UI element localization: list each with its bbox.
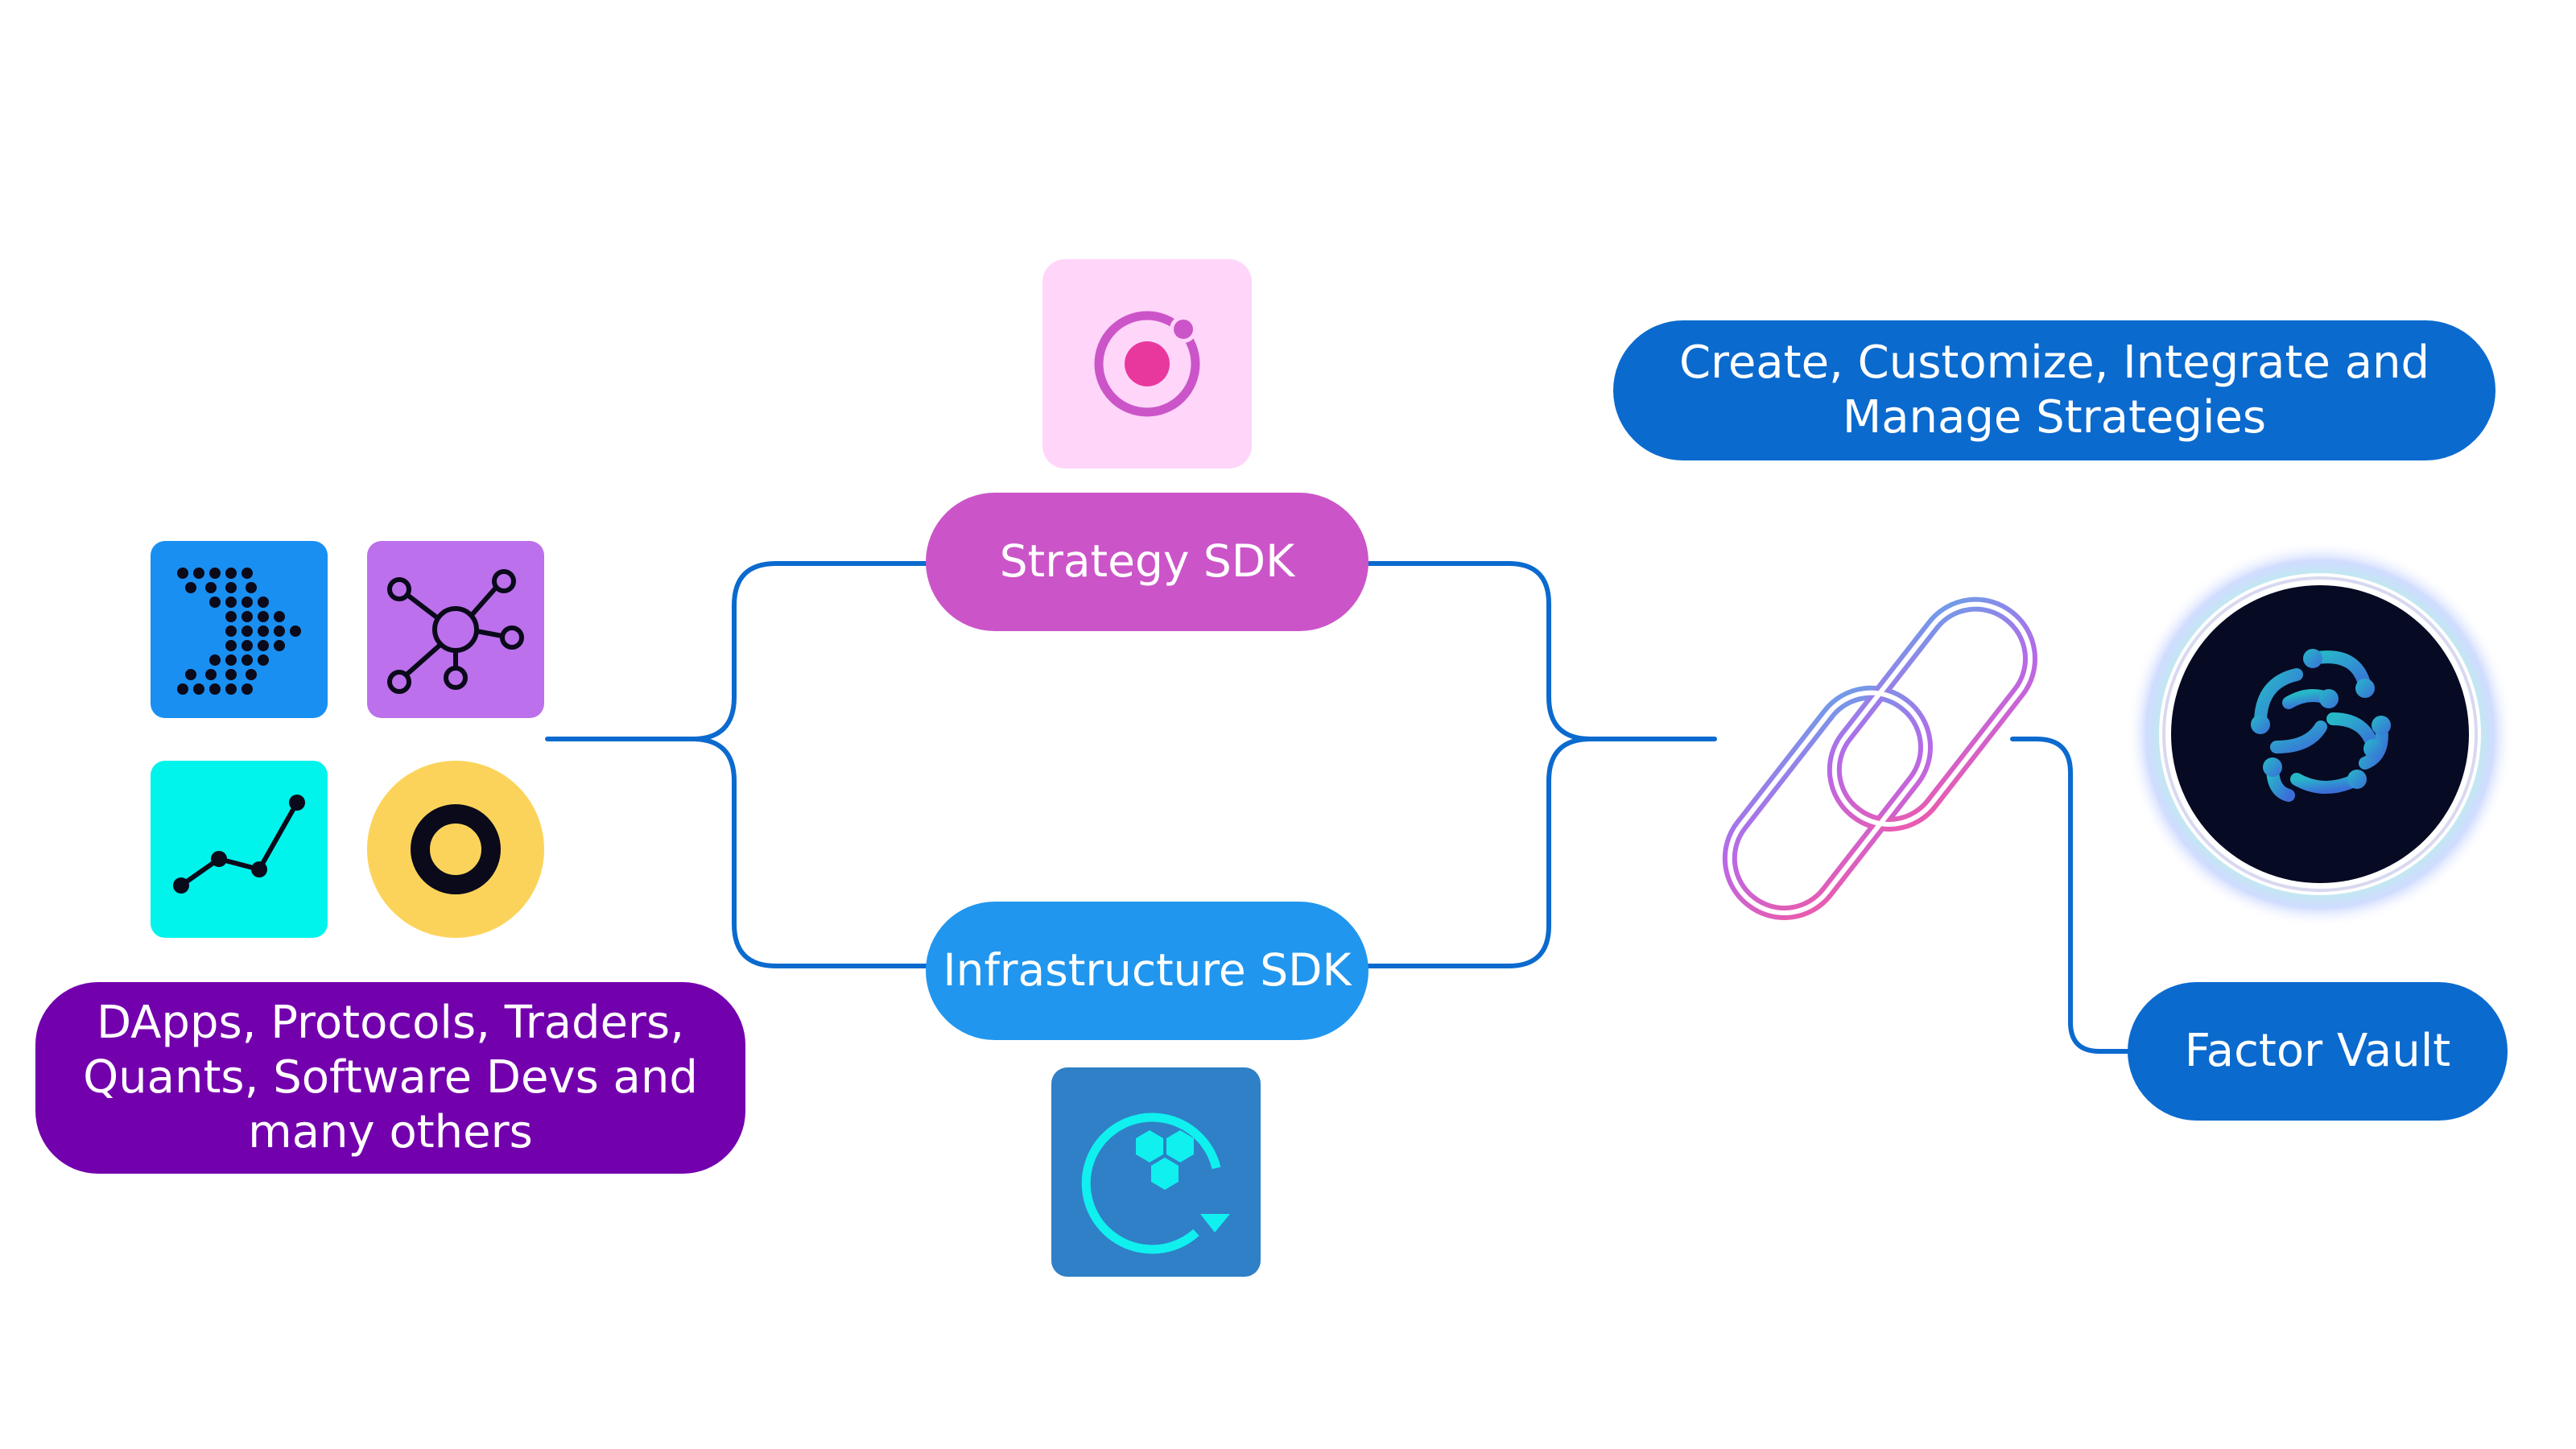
ionic-target-icon bbox=[1042, 259, 1252, 469]
tagline-label: Create, Customize, Integrate and Manage … bbox=[1613, 320, 2496, 460]
audience-label: DApps, Protocols, Traders, Quants, Softw… bbox=[35, 982, 745, 1174]
network-nodes-icon bbox=[367, 541, 544, 718]
infrastructure-sdk-node: Infrastructure SDK bbox=[926, 902, 1368, 1040]
connector-sdks-to-link bbox=[1366, 561, 1717, 741]
dot-arrow-icon bbox=[151, 541, 328, 718]
chain-link-icon bbox=[1722, 597, 2037, 920]
hexagon-cycle-icon bbox=[1051, 1067, 1261, 1277]
ring-icon bbox=[367, 761, 544, 938]
line-chart-icon bbox=[151, 761, 328, 938]
strategy-sdk-node: Strategy SDK bbox=[926, 493, 1368, 631]
connector-link-to-vault bbox=[2010, 737, 2130, 1054]
factor-brain-logo bbox=[2124, 538, 2516, 931]
factor-vault-node: Factor Vault bbox=[2128, 982, 2508, 1121]
connector-audience-to-sdks bbox=[545, 561, 928, 741]
